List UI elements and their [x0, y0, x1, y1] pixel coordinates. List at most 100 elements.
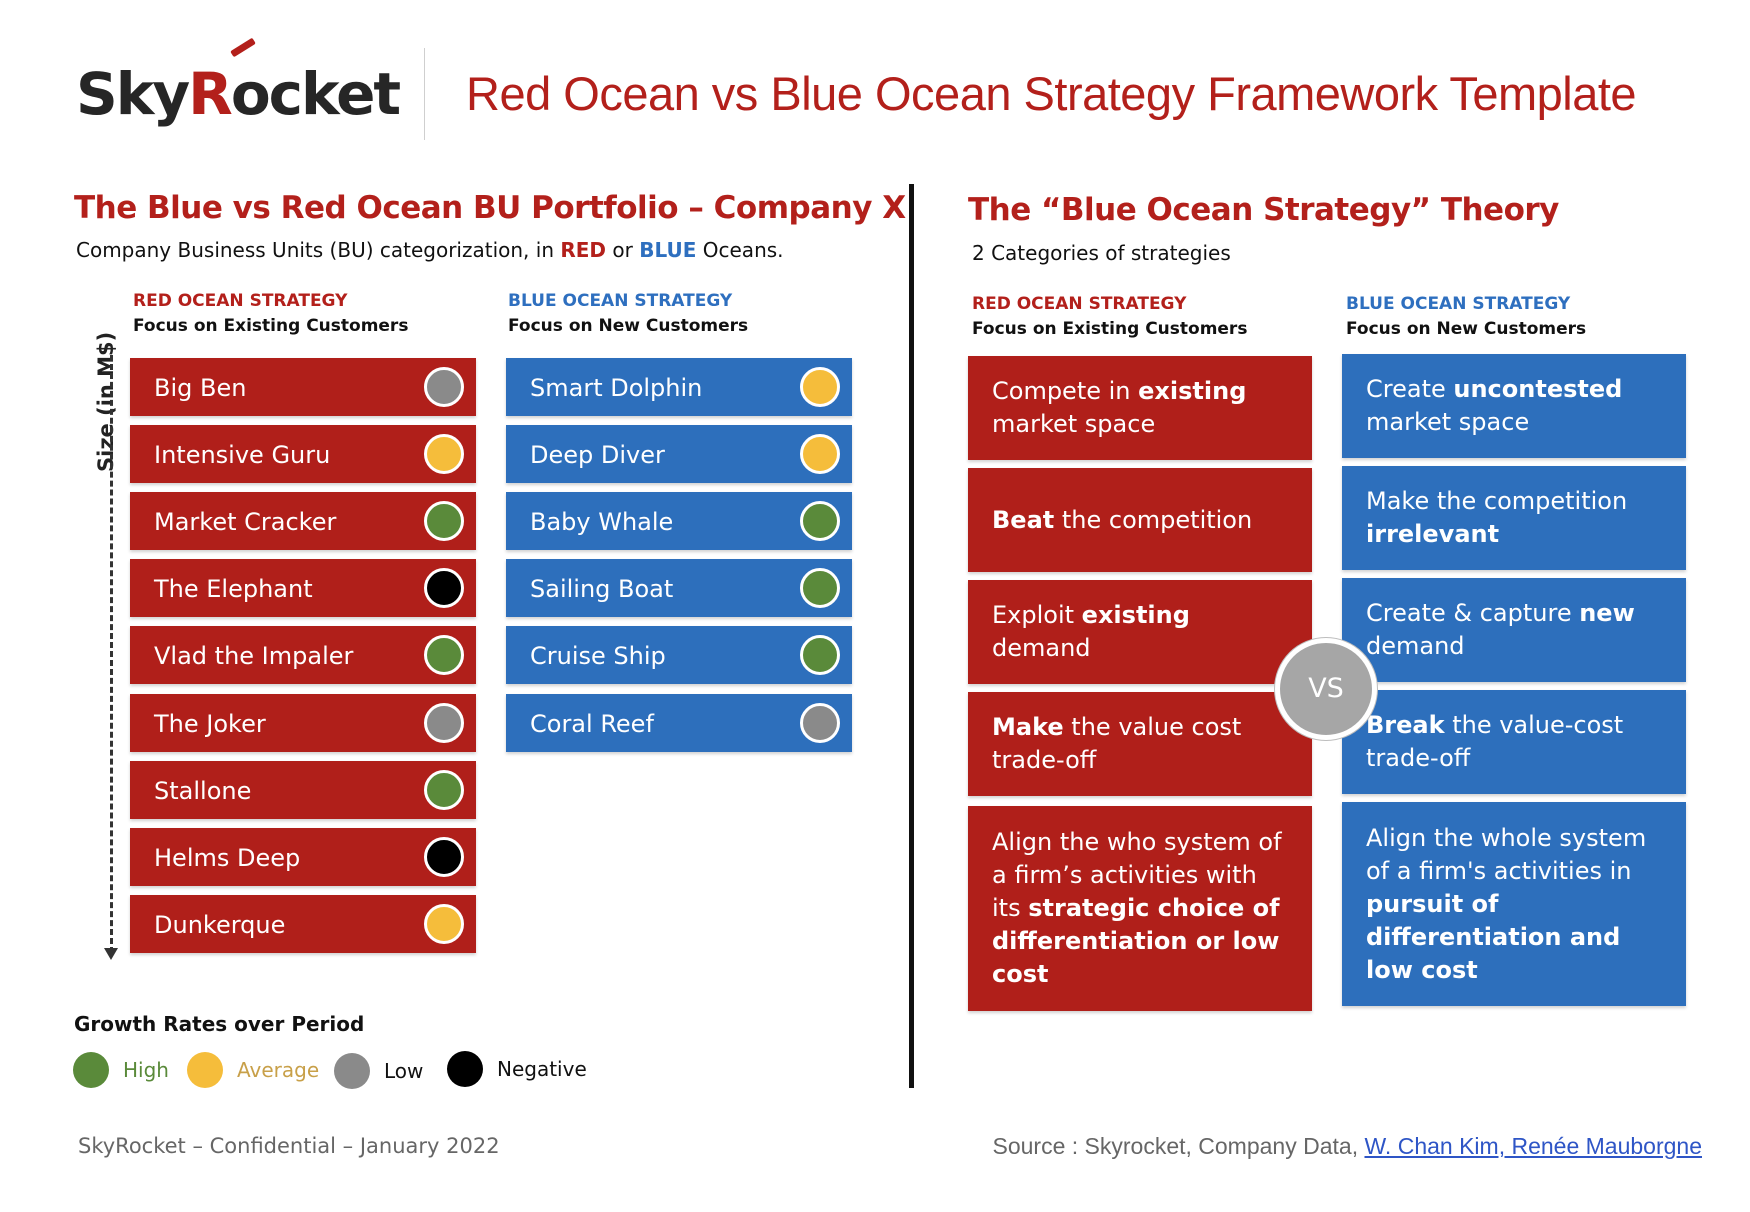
emphasis-text: Make: [992, 713, 1064, 741]
legend-negative-dot: [447, 1051, 483, 1087]
theory-red-column-heading: RED OCEAN STRATEGY Focus on Existing Cus…: [972, 292, 1247, 342]
bu-bar: Deep Diver: [506, 425, 852, 484]
center-divider: [909, 184, 914, 1088]
bu-bar: Big Ben: [130, 358, 476, 416]
portfolio-red-heading: RED OCEAN STRATEGY: [133, 291, 348, 311]
legend-high-dot: [73, 1052, 109, 1088]
vs-badge: VS: [1275, 638, 1377, 740]
strategy-statement: Create uncontested market space: [1342, 354, 1686, 458]
bu-name: Cruise Ship: [530, 642, 666, 671]
growth-rate-dot: [800, 367, 840, 407]
theory-title: The “Blue Ocean Strategy” Theory: [968, 192, 1559, 228]
statement-text: the value-cost trade-off: [1366, 711, 1624, 772]
footer-confidential: SkyRocket – Confidential – January 2022: [78, 1134, 500, 1158]
strategy-statement-text: Exploit existing demand: [992, 599, 1288, 665]
bu-name: Helms Deep: [154, 843, 301, 872]
portfolio-subtitle-pre: Company Business Units (BU) categorizati…: [76, 238, 561, 262]
bu-name: Dunkerque: [154, 910, 286, 939]
emphasis-text: irrelevant: [1366, 520, 1500, 548]
emphasis-text: uncontested: [1453, 375, 1623, 403]
legend-negative: Negative: [447, 1049, 587, 1089]
bu-name: The Elephant: [154, 575, 313, 604]
legend-low-label: Low: [384, 1059, 424, 1083]
statement-text: Create: [1366, 375, 1454, 403]
portfolio-red-subheading: Focus on Existing Customers: [133, 316, 409, 336]
statement-text: Align the whole system of a firm's activ…: [1366, 823, 1647, 885]
strategy-statement-text: Create uncontested market space: [1366, 373, 1662, 439]
footer-source-link[interactable]: W. Chan Kim, Renée Mauborgne: [1364, 1133, 1702, 1159]
strategy-statement-text: Align the whole system of a firm's activ…: [1366, 822, 1662, 987]
bu-bar: The Joker: [130, 693, 476, 752]
statement-text: Exploit: [992, 601, 1082, 629]
bu-name: Market Cracker: [154, 508, 337, 537]
bu-name: Sailing Boat: [530, 575, 674, 604]
theory-red-heading: RED OCEAN STRATEGY: [972, 294, 1187, 314]
emphasis-text: existing: [1138, 377, 1247, 405]
growth-rate-dot: [800, 635, 840, 676]
size-axis-arrow-icon: [104, 948, 118, 960]
statement-text: demand: [1366, 632, 1465, 660]
statement-text: market space: [992, 410, 1156, 438]
bu-name: Vlad the Impaler: [154, 642, 354, 671]
strategy-statement: Make the competition irrelevant: [1342, 466, 1686, 570]
bu-name: Baby Whale: [530, 508, 674, 537]
legend-high: High: [73, 1050, 169, 1090]
growth-rate-dot: [424, 501, 464, 542]
bu-bar: Intensive Guru: [130, 425, 476, 484]
growth-rate-dot: [424, 367, 464, 407]
emphasis-text: Break: [1366, 711, 1445, 739]
strategy-statement: Make the value cost trade-off: [968, 692, 1312, 796]
strategy-statement-text: Beat the competition: [992, 504, 1252, 537]
portfolio-subtitle-red: RED: [560, 238, 607, 262]
strategy-statement: Align the who system of a firm’s activit…: [968, 806, 1312, 1011]
strategy-statement-text: Create & capture new demand: [1366, 597, 1662, 663]
legend-title: Growth Rates over Period: [74, 1012, 365, 1036]
portfolio-blue-subheading: Focus on New Customers: [508, 316, 749, 336]
footer-source-prefix: Source : Skyrocket, Company Data,: [992, 1133, 1365, 1159]
legend-negative-label: Negative: [497, 1057, 587, 1081]
portfolio-subtitle-blue: BLUE: [639, 238, 697, 262]
statement-text: Make the competition: [1366, 487, 1628, 515]
strategy-statement-text: Make the value cost trade-off: [992, 711, 1288, 777]
logo-accent-mark: [230, 37, 256, 58]
statement-text: Align the who system of a firm’s activit…: [992, 828, 1282, 922]
bu-name: Deep Diver: [530, 441, 665, 470]
legend-average-dot: [187, 1052, 223, 1088]
growth-rate-dot: [424, 836, 464, 877]
bu-name: The Joker: [154, 709, 266, 738]
strategy-statement: Exploit existing demand: [968, 580, 1312, 684]
portfolio-blue-heading: BLUE OCEAN STRATEGY: [508, 291, 733, 311]
emphasis-text: strategic choice of differentiation or l…: [992, 894, 1280, 988]
strategy-statement: Create & capture new demand: [1342, 578, 1686, 682]
growth-rate-dot: [800, 568, 840, 609]
growth-rate-dot: [424, 769, 464, 810]
portfolio-title: The Blue vs Red Ocean BU Portfolio – Com…: [74, 190, 906, 226]
strategy-statement-text: Make the competition irrelevant: [1366, 485, 1662, 551]
strategy-statement-text: Align the who system of a firm’s activit…: [992, 826, 1288, 991]
strategy-statement: Break the value-cost trade-off: [1342, 690, 1686, 794]
size-axis-label: Size (in M$): [94, 331, 118, 472]
strategy-statement: Align the whole system of a firm's activ…: [1342, 802, 1686, 1006]
bu-bar: Sailing Boat: [506, 559, 852, 618]
skyrocket-logo: SkyRocket: [76, 37, 401, 138]
footer-source: Source : Skyrocket, Company Data, W. Cha…: [992, 1133, 1702, 1160]
growth-rate-dot: [424, 568, 464, 609]
statement-text: Create & capture: [1366, 599, 1580, 627]
header-divider: [424, 48, 425, 140]
bu-bar: Dunkerque: [130, 894, 476, 953]
statement-text: the value cost trade-off: [992, 713, 1242, 774]
strategy-statement: Compete in existing market space: [968, 356, 1312, 460]
bu-name: Smart Dolphin: [530, 374, 703, 402]
bu-bar: Helms Deep: [130, 827, 476, 886]
strategy-statement-text: Break the value-cost trade-off: [1366, 709, 1662, 775]
bu-bar: Coral Reef: [506, 693, 852, 752]
growth-rate-dot: [800, 702, 840, 743]
strategy-statement: Beat the competition: [968, 468, 1312, 572]
theory-blue-subheading: Focus on New Customers: [1346, 319, 1587, 339]
growth-rate-dot: [424, 434, 464, 475]
growth-rate-dot: [424, 635, 464, 676]
bu-bar: Vlad the Impaler: [130, 626, 476, 685]
statement-text: Compete in: [992, 377, 1139, 405]
legend-low: Low: [334, 1051, 423, 1091]
bu-bar: The Elephant: [130, 559, 476, 618]
